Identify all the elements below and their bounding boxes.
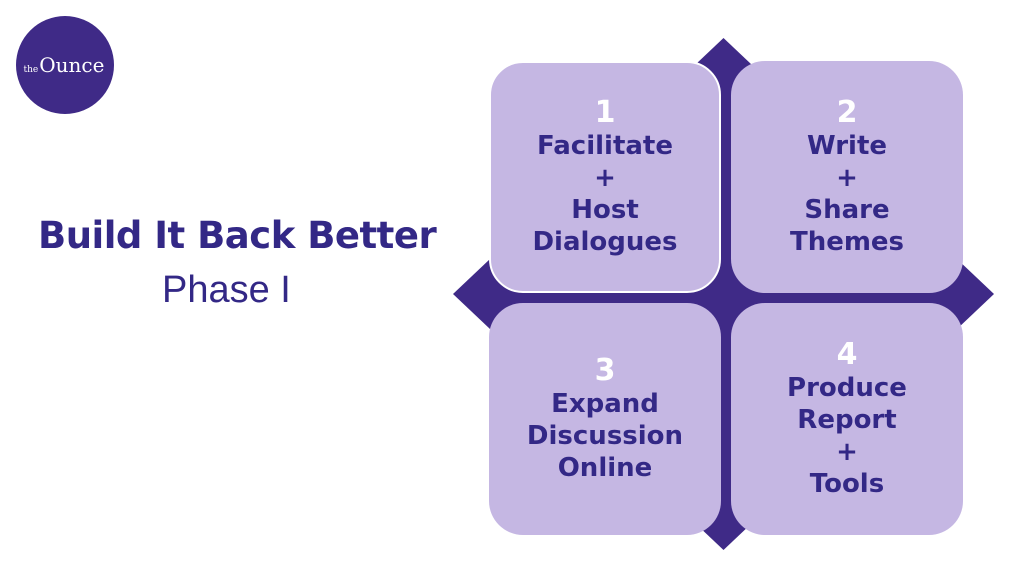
quadrant-3-line-2: Discussion: [526, 421, 684, 451]
quadrant-card-2: 2 Write + Share Themes: [731, 61, 963, 293]
quadrant-2-line-4: Themes: [789, 227, 905, 257]
quadrant-3-line-1: Expand: [551, 389, 659, 419]
quadrant-4-line-1: Produce: [787, 373, 907, 403]
quadrant-2-line-1: Write: [806, 131, 888, 161]
quadrant-3-line-3: Online: [557, 453, 653, 483]
quadrant-number-1: 1: [594, 95, 616, 130]
quadrant-1-line-3: Host: [571, 195, 639, 225]
quadrant-2-line-3: Share: [804, 195, 890, 225]
quadrant-number-3: 3: [594, 353, 616, 388]
quadrant-number-2: 2: [836, 95, 858, 130]
quadrant-card-4: 4 Produce Report + Tools: [731, 303, 963, 535]
quadrant-4-line-4: Tools: [809, 469, 885, 499]
quadrant-4-line-2: Report: [797, 405, 897, 435]
logo-main-text: Ounce: [39, 53, 105, 77]
logo-small-text: the: [23, 65, 39, 75]
quadrant-card-1: 1 Facilitate + Host Dialogues: [489, 61, 721, 293]
quadrant-1-line-4: Dialogues: [532, 227, 678, 257]
quadrant-1-line-2: +: [594, 163, 616, 193]
logo-wordmark: the Ounce: [24, 53, 105, 77]
quadrant-4-line-3: +: [836, 437, 858, 467]
quadrant-number-4: 4: [836, 337, 858, 372]
quadrant-1-line-1: Facilitate: [537, 131, 673, 161]
page-title: Build It Back Better: [38, 214, 437, 257]
page-subtitle: Phase I: [162, 269, 291, 311]
quadrant-2-line-2: +: [836, 163, 858, 193]
quadrant-card-3: 3 Expand Discussion Online: [489, 303, 721, 535]
ounce-logo: the Ounce: [16, 16, 114, 114]
